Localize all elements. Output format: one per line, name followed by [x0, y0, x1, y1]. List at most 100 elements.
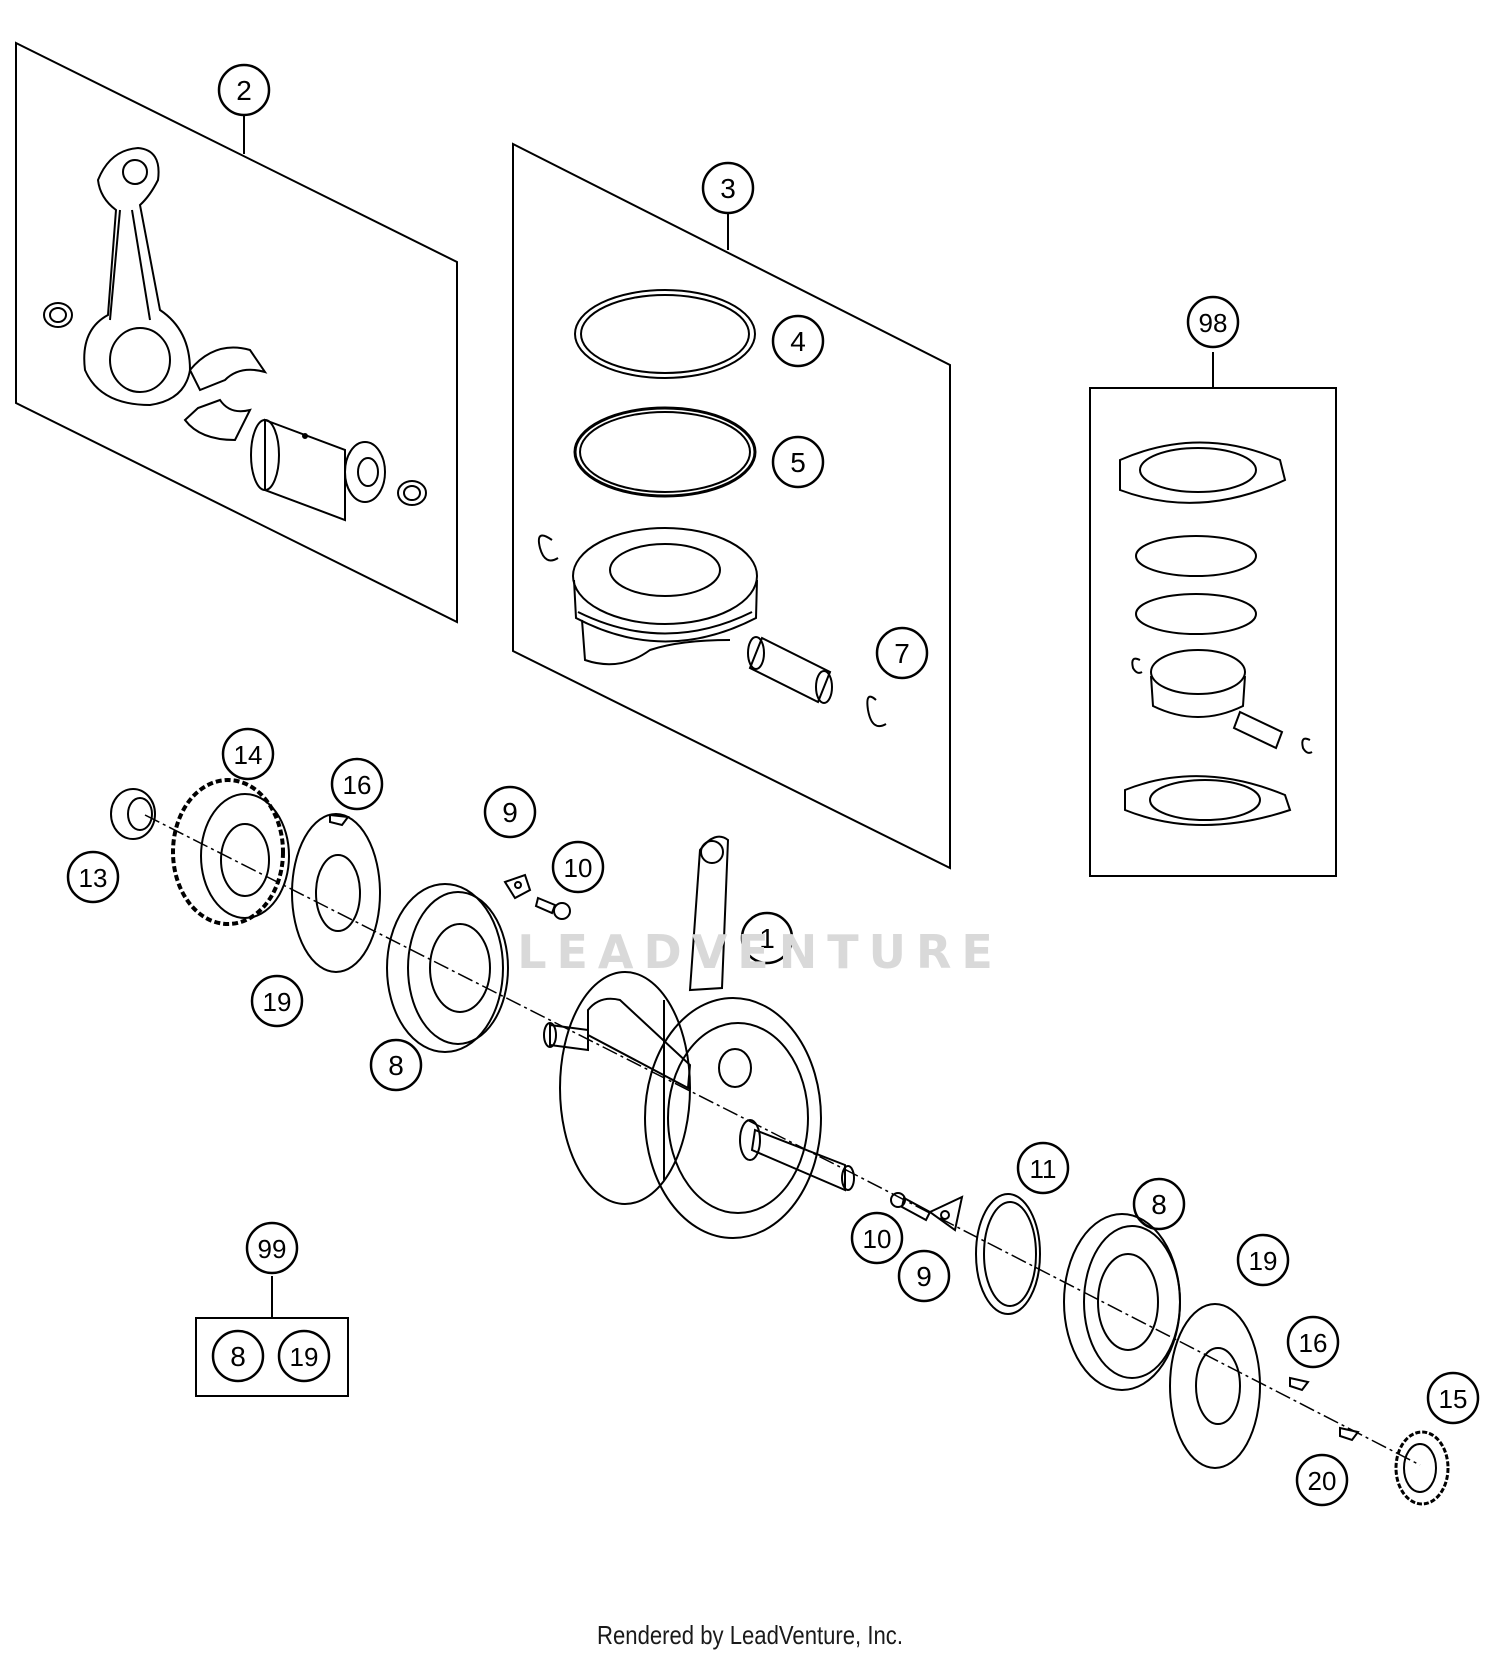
screw-10-right [890, 1192, 932, 1222]
piston-ring-top [574, 289, 756, 379]
callout-label: 19 [290, 1342, 319, 1372]
top-end-kit-panel [1089, 352, 1337, 877]
callout-circle [221, 727, 275, 781]
shim-19-right [1169, 1303, 1261, 1469]
callout-circle [551, 840, 605, 894]
callout-label: 8 [388, 1050, 404, 1081]
key-16-right [1289, 1376, 1310, 1392]
kit-ring-1 [1135, 535, 1257, 577]
callout-circle [897, 1249, 951, 1303]
callout-circle [330, 757, 384, 811]
kit-circlip-b [1301, 737, 1313, 754]
callout-5: 5 [771, 435, 825, 489]
callout-8: 8 [211, 1329, 265, 1383]
callout-16: 16 [1286, 1315, 1340, 1369]
callout-98: 98 [1186, 295, 1240, 349]
callout-label: 5 [790, 447, 806, 478]
nut-13 [110, 788, 156, 840]
callout-circle [771, 314, 825, 368]
piston-pin [747, 636, 833, 704]
callout-2: 2 [217, 63, 271, 117]
callout-7: 7 [875, 626, 929, 680]
key-20 [1339, 1426, 1360, 1442]
callout-label: 19 [263, 987, 292, 1017]
gear-15 [1394, 1430, 1450, 1506]
callout-label: 1 [759, 923, 775, 954]
callout-label: 8 [230, 1341, 246, 1372]
lock-plate-9-right [928, 1195, 964, 1232]
callout-circle [1286, 1315, 1340, 1369]
callout-19: 19 [277, 1329, 331, 1383]
callout-label: 19 [1249, 1246, 1278, 1276]
callout-circle [1186, 295, 1240, 349]
callout-label: 16 [1299, 1328, 1328, 1358]
callout-label: 9 [502, 797, 518, 828]
axis-line [144, 814, 1421, 1466]
callout-label: 8 [1151, 1189, 1167, 1220]
callout-3: 3 [701, 161, 755, 215]
base-gasket [1124, 775, 1292, 826]
callout-circle [875, 626, 929, 680]
callout-circle [211, 1329, 265, 1383]
callout-circle [1016, 1141, 1070, 1195]
kit-piston-pin [1232, 710, 1284, 750]
callout-circle [245, 1221, 299, 1275]
callout-4: 4 [771, 314, 825, 368]
thrust-washer [397, 480, 427, 506]
callout-label: 20 [1308, 1466, 1337, 1496]
callout-circle [250, 974, 304, 1028]
watermark: LEADVENTURE [517, 925, 1003, 979]
callout-9: 9 [483, 785, 537, 839]
bearing-8-right [1063, 1213, 1181, 1391]
circlip-left [537, 534, 559, 562]
bearing-shells [183, 346, 268, 442]
kit-circlip-a [1131, 657, 1143, 674]
callout-label: 7 [894, 638, 910, 669]
callout-circle [66, 850, 120, 904]
bearing-8-left [386, 883, 509, 1053]
callout-label: 13 [79, 863, 108, 893]
callout-label: 99 [258, 1234, 287, 1264]
callout-11: 11 [1016, 1141, 1070, 1195]
callout-8: 8 [369, 1038, 423, 1092]
callout-13: 13 [66, 850, 120, 904]
callout-16: 16 [330, 757, 384, 811]
crank-pin [250, 418, 386, 522]
callout-label: 4 [790, 326, 806, 357]
callout-label: 3 [720, 173, 736, 204]
callout-label: 98 [1199, 308, 1228, 338]
callout-circle [1132, 1177, 1186, 1231]
callout-label: 16 [343, 770, 372, 800]
head-gasket [1119, 441, 1287, 504]
callout-label: 10 [863, 1224, 892, 1254]
callout-19: 19 [1236, 1233, 1290, 1287]
kit-ring-2 [1135, 593, 1257, 635]
gear-14 [171, 778, 290, 926]
callout-8: 8 [1132, 1177, 1186, 1231]
callout-10: 10 [850, 1211, 904, 1265]
small-end-bushing [43, 302, 73, 328]
shim-19-left [291, 813, 381, 973]
callout-19: 19 [250, 974, 304, 1028]
conrod-kit-panel [15, 41, 458, 624]
callout-15: 15 [1426, 1371, 1480, 1425]
callout-label: 11 [1030, 1154, 1057, 1184]
callout-circle [740, 911, 794, 965]
kit-99-box [195, 1276, 349, 1397]
callout-20: 20 [1295, 1453, 1349, 1507]
callout-label: 14 [234, 740, 263, 770]
piston-ring-second [573, 406, 757, 498]
callout-9: 9 [897, 1249, 951, 1303]
callout-circle [369, 1038, 423, 1092]
callout-circle [1426, 1371, 1480, 1425]
callout-circle [1236, 1233, 1290, 1287]
callout-circle [277, 1329, 331, 1383]
crankshaft [543, 835, 855, 1239]
footer-credit: Rendered by LeadVenture, Inc. [597, 1620, 903, 1650]
circlip-right [866, 695, 887, 728]
kit-piston [1150, 649, 1246, 718]
callout-circle [701, 161, 755, 215]
piston-kit-panel [512, 142, 951, 870]
lock-plate-9-left [503, 873, 532, 900]
